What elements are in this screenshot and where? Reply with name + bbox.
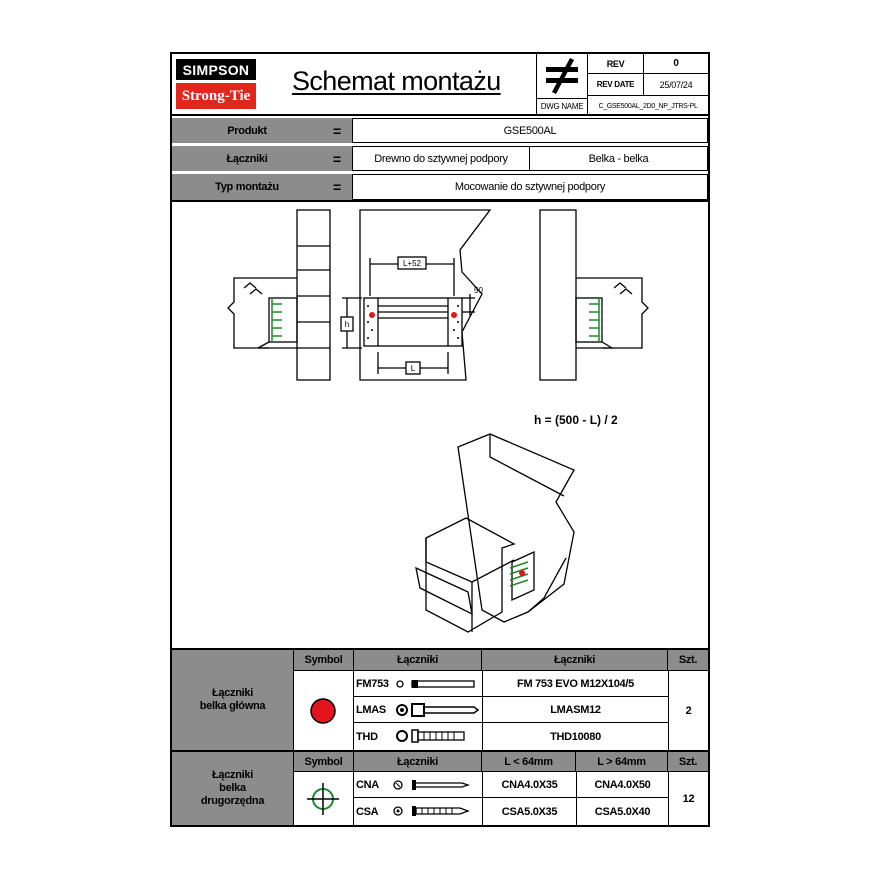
code-thd: THD (356, 730, 378, 743)
name-fm753: FM 753 EVO M12X104/5 (482, 671, 668, 697)
dim-right-label: 50 (474, 286, 483, 295)
product-eq: = (322, 118, 352, 143)
col-symbol-header-2: Symbol (294, 752, 354, 772)
dim-left-label: h (345, 320, 349, 329)
dwg-name-value: C_GSE500AL_2D0_NP_JTRS-PL (598, 102, 698, 110)
fasteners-label: Łączniki (172, 146, 322, 171)
dim-top-label: L+52 (403, 259, 422, 268)
code-csa: CSA (356, 805, 379, 818)
logo-strong-tie: Strong-Tie (176, 83, 256, 109)
mount-type-label: Typ montażu (172, 174, 322, 200)
cna-nail-icon (393, 780, 471, 790)
rev-date-label: REV DATE (588, 74, 644, 96)
mount-type-eq: = (322, 174, 352, 200)
small-csa: CSA5.0X35 (482, 798, 576, 825)
qty-main: 2 (668, 671, 708, 750)
fasteners-table-secondary: Łączniki belka drugorzędna Symbol Łączni… (172, 752, 708, 825)
col-qty-header: Szt. (668, 650, 708, 671)
row-lmas: LMAS LMASM12 (354, 697, 668, 723)
lmas-anchor-icon (396, 703, 480, 717)
rev-label: REV (588, 54, 644, 74)
row-fm753: FM753 FM 753 EVO M12X104/5 (354, 671, 668, 697)
dim-bottom-label: L (411, 364, 416, 373)
symbol-cell-secondary (294, 772, 354, 825)
formula: h = (500 - L) / 2 (534, 413, 618, 427)
large-csa: CSA5.0X40 (576, 798, 668, 825)
red-dot-symbol-icon (310, 698, 336, 724)
logo-simpson: SIMPSON (176, 59, 256, 80)
col-fasteners-header: Łączniki (354, 650, 482, 671)
col-small-header: L < 64mm (482, 752, 576, 772)
mount-type-value: Mocowanie do sztywnej podpory (352, 174, 708, 200)
large-cna: CNA4.0X50 (576, 772, 668, 798)
row-csa: CSA CSA5.0X35 CSA5.0X40 (354, 798, 668, 825)
col-fasteners-header-3: Łączniki (354, 752, 482, 772)
small-cna: CNA4.0X35 (482, 772, 576, 798)
name-thd: THD10080 (482, 723, 668, 750)
code-cna: CNA (356, 779, 379, 791)
symbol-cell-main (294, 671, 354, 750)
row-cna: CNA CNA4.0X35 CNA4.0X50 (354, 772, 668, 798)
not-equal-icon (546, 58, 578, 94)
qty-secondary: 12 (668, 772, 708, 825)
product-value: GSE500AL (352, 118, 708, 143)
thd-screw-icon (396, 729, 465, 743)
product-label: Produkt (172, 118, 322, 143)
group-label-main: Łączniki belka główna (172, 650, 294, 750)
code-lmas: LMAS (356, 704, 386, 716)
drawing-sheet: SIMPSON Strong-Tie Schemat montażu DWG N… (170, 52, 710, 827)
not-equal-box (536, 54, 588, 99)
col-fasteners-header-2: Łączniki (482, 650, 668, 671)
row-thd: THD THD10080 (354, 723, 668, 750)
col-large-header: L > 64mm (576, 752, 668, 772)
drawing-svg: L+52 50 h L h = (500 - L) / 2 (227, 209, 649, 633)
name-lmas: LMASM12 (482, 697, 668, 723)
header: SIMPSON Strong-Tie Schemat montażu DWG N… (172, 54, 708, 116)
green-crosshair-symbol-icon (307, 783, 339, 815)
fasteners-value-2: Belka - belka (529, 146, 708, 171)
col-qty-header-2: Szt. (668, 752, 708, 772)
fasteners-table-main: Łączniki belka główna Symbol Łączniki Łą… (172, 648, 708, 752)
rev-date-value: 25/07/24 (644, 74, 708, 96)
info-table: Produkt = GSE500AL Łączniki = Drewno do … (172, 116, 708, 202)
anchor-bolt-icon (396, 680, 475, 688)
group-label-secondary: Łączniki belka drugorzędna (172, 752, 294, 825)
technical-drawing: L+52 50 h L h = (500 - L) / 2 (172, 202, 708, 648)
rev-value: 0 (644, 54, 708, 74)
dwg-name-label: DWG NAME (536, 97, 588, 116)
code-fm753: FM753 (356, 678, 389, 690)
csa-screw-icon (393, 806, 470, 816)
fasteners-eq: = (322, 146, 352, 171)
col-symbol-header: Symbol (294, 650, 354, 671)
fasteners-value-1: Drewno do sztywnej podpory (352, 146, 530, 171)
page-title: Schemat montażu (292, 66, 501, 96)
